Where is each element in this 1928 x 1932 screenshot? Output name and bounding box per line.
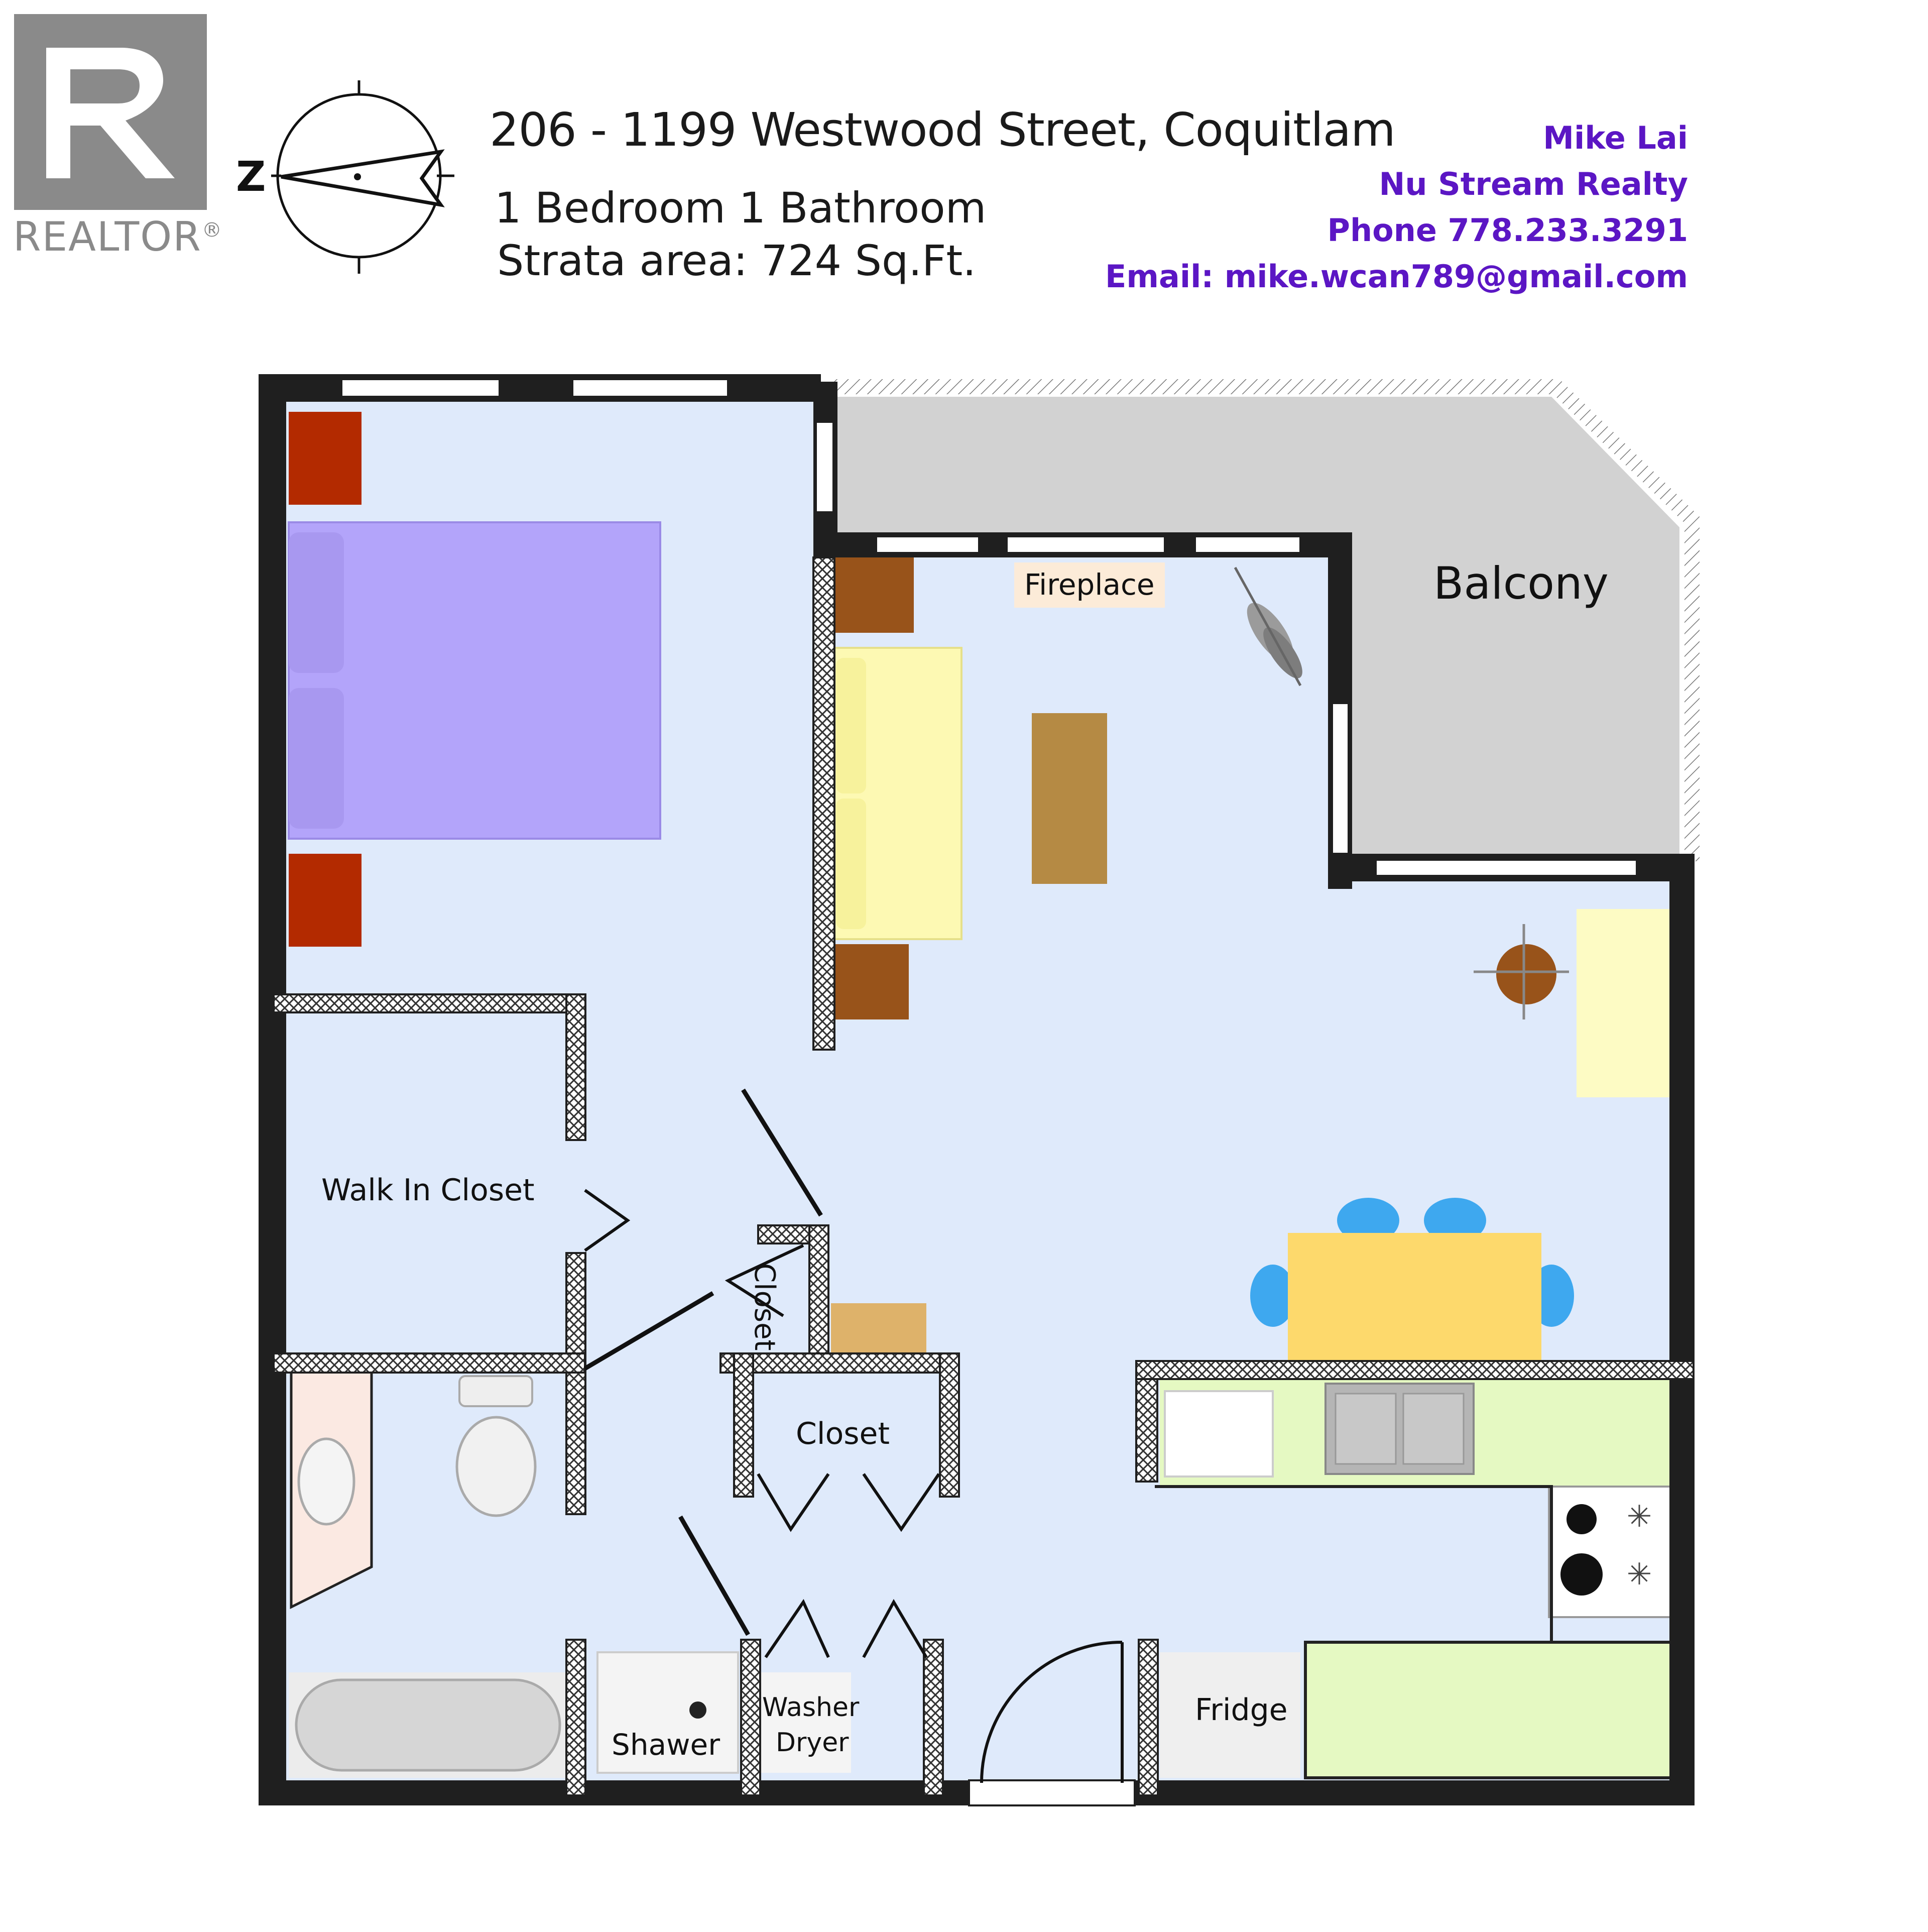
room-label-balcony: Balcony [1433, 557, 1609, 609]
desk-chair-icon [1474, 924, 1569, 1019]
windows [340, 378, 1638, 877]
shelf-icon [831, 1303, 926, 1353]
balcony-area [833, 379, 1700, 861]
realtor-wordmark: REALTOR® [13, 213, 223, 260]
bathtub-icon [289, 1672, 567, 1778]
svg-text:✳: ✳ [1627, 1499, 1652, 1534]
room-label-fireplace: Fireplace [1024, 567, 1155, 602]
vanity-sink-icon [290, 1365, 373, 1610]
listing-address: 206 - 1199 Westwood Street, Coquitlam [490, 103, 1396, 157]
strata-area: Strata area: 724 Sq.Ft. [497, 236, 977, 285]
agent-phone[interactable]: Phone 778.233.3291 [1327, 212, 1688, 249]
shower-icon [596, 1651, 739, 1774]
room-label-closet-vertical: Closet [748, 1263, 781, 1351]
room-label-shower: Shawer [612, 1728, 720, 1762]
room-label-washer: Washer [762, 1692, 860, 1723]
end-table-top-icon [833, 557, 914, 633]
lamp-icon [1234, 566, 1302, 687]
realtor-logo-icon [14, 14, 207, 210]
room-label-dryer: Dryer [776, 1728, 849, 1758]
fireplace-icon [1014, 562, 1165, 608]
agent-name: Mike Lai [1543, 120, 1688, 156]
entry-threshold [968, 1779, 1136, 1806]
coffee-table-icon [1032, 713, 1107, 884]
compass-icon [271, 80, 454, 274]
door-swings [583, 1088, 1124, 1783]
bed-bath-count: 1 Bedroom 1 Bathroom [495, 183, 987, 233]
end-table-bottom-icon [831, 944, 909, 1019]
room-label-walk-in-closet: Walk In Closet [321, 1173, 535, 1208]
agent-company: Nu Stream Realty [1379, 166, 1689, 202]
nightstand-top-icon [289, 412, 362, 505]
sofa-icon [832, 647, 962, 940]
toilet-icon [455, 1375, 537, 1517]
bed-icon [288, 521, 661, 840]
washer-dryer-icon [756, 1672, 851, 1773]
room-label-closet: Closet [796, 1416, 890, 1451]
header-graphics [14, 14, 454, 274]
agent-email[interactable]: Email: mike.wcan789@gmail.com [1105, 258, 1688, 295]
desk-icon [1577, 909, 1669, 1097]
room-label-fridge: Fridge [1195, 1692, 1288, 1728]
fridge-icon [1160, 1652, 1300, 1778]
svg-text:✳: ✳ [1627, 1557, 1652, 1592]
kitchen-counters: ✳ ✳ [1155, 1376, 1681, 1779]
dining-set-icon [1250, 1198, 1574, 1361]
compass-north-label: Z [236, 153, 266, 201]
interior-walls [273, 556, 1695, 1796]
nightstand-bottom-icon [289, 854, 362, 947]
